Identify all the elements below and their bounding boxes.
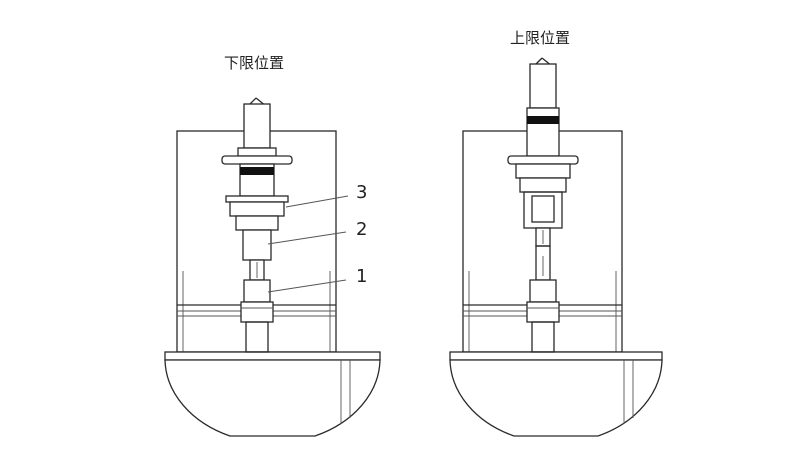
- right-shaft-assembly: [507, 57, 579, 353]
- left-view-title: 下限位置: [224, 54, 284, 72]
- right-bowl: [449, 351, 663, 437]
- left-marker-band: [240, 167, 274, 175]
- callout-3-label: 3: [356, 182, 367, 203]
- left-shaft-assembly: [221, 97, 293, 353]
- left-view: 下限位置: [164, 54, 381, 437]
- right-view: 上限位置: [449, 29, 663, 437]
- right-marker-band: [527, 116, 559, 124]
- left-bowl: [164, 351, 381, 437]
- right-view-title: 上限位置: [510, 29, 570, 47]
- callout-1-leader: [267, 279, 347, 293]
- callout-1-label: 1: [356, 266, 367, 287]
- left-callouts: 3 2 1: [267, 182, 367, 293]
- callout-2-label: 2: [356, 219, 367, 240]
- callout-2-leader: [267, 231, 347, 245]
- callout-3-leader: [285, 195, 349, 208]
